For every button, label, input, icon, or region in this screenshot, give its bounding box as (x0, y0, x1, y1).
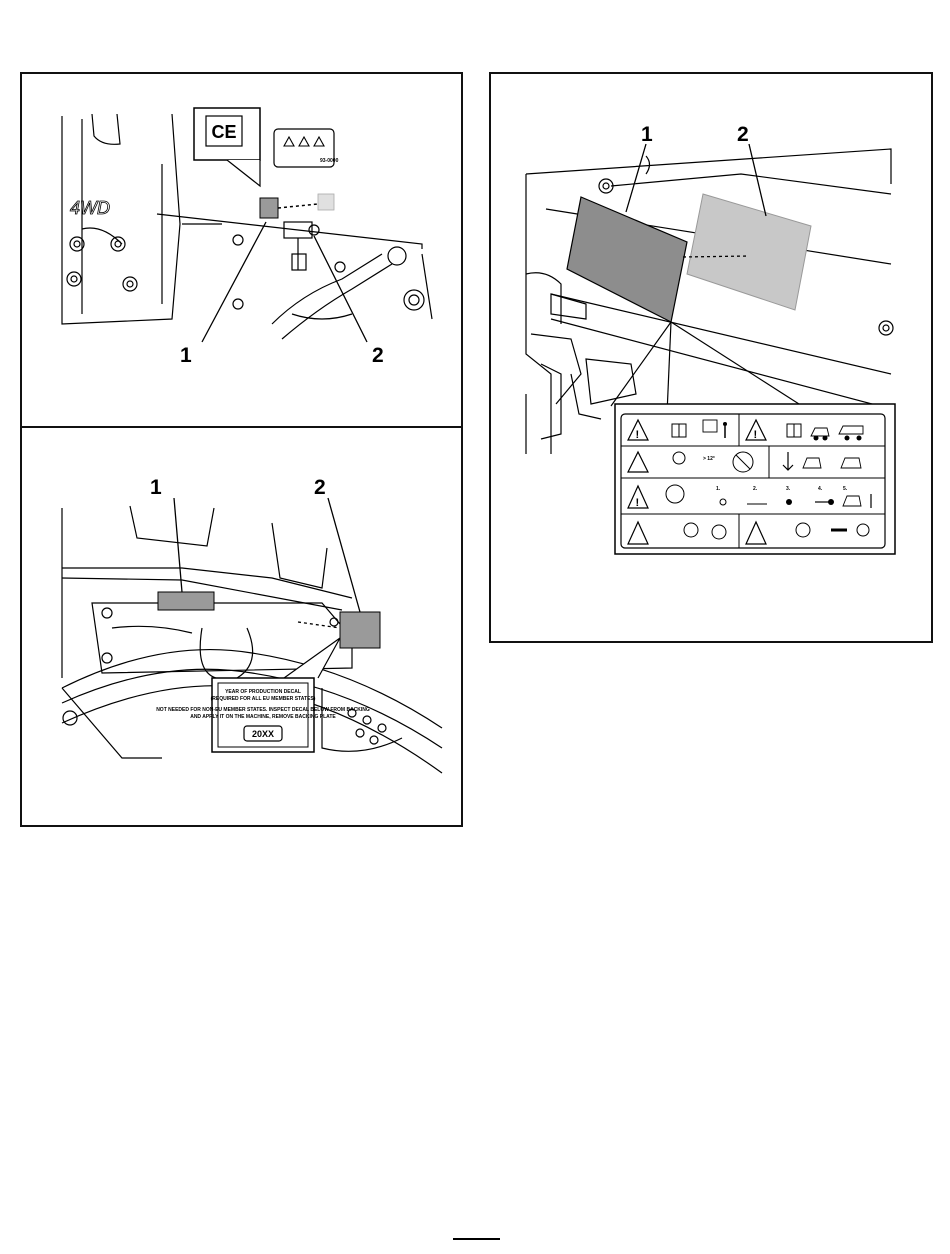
step-3: 3. (786, 486, 791, 492)
page-footer-rule (453, 1238, 500, 1240)
figure-top-left: 4WD CE 93-0000 1 2 (20, 72, 463, 428)
ce-decal-location (260, 198, 278, 218)
callout-1: 1 (180, 344, 192, 367)
decal-title: YEAR OF PRODUCTION DECAL (225, 689, 301, 695)
engine-off-icon (786, 499, 792, 505)
figure-bottom-left: 1 2 YEAR OF PRODUCTION DECAL (REQUIRED F… (20, 426, 463, 827)
step-1: 1. (716, 486, 721, 492)
decal-location-2 (340, 612, 380, 648)
step-4: 4. (818, 486, 823, 492)
warning-decal-card: 93-0000 (274, 129, 339, 167)
callout-2: 2 (372, 344, 384, 367)
figure-right-illustration: 1 2 ! ! > 12° ! 1. 2. 3 (491, 74, 935, 645)
callout-1: 1 (641, 123, 653, 146)
decal-location-2 (687, 194, 811, 310)
callout-2: 2 (314, 476, 326, 499)
slope-label: > 12° (703, 456, 715, 462)
decal-code: 93-0000 (320, 158, 339, 164)
decal-location-1 (158, 592, 214, 610)
decal-line-1: NOT NEEDED FOR NON-EU MEMBER STATES. INS… (156, 707, 370, 713)
svg-text:!: ! (636, 497, 640, 509)
ce-decal-inset: CE (194, 108, 260, 186)
svg-text:!: ! (754, 429, 758, 441)
callout-1: 1 (150, 476, 162, 499)
svg-text:!: ! (636, 429, 640, 441)
logo-4wd: 4WD (70, 198, 110, 218)
decal-subtitle: (REQUIRED FOR ALL EU MEMBER STATES) (211, 696, 316, 702)
figure-top-left-illustration: 4WD CE 93-0000 1 2 (22, 74, 465, 430)
step-2: 2. (753, 486, 758, 492)
step-5: 5. (843, 486, 848, 492)
safety-decal-inset: ! ! > 12° ! 1. 2. 3. 4. 5. (615, 404, 895, 554)
decal-year: 20XX (252, 729, 274, 739)
figure-bottom-left-illustration: 1 2 YEAR OF PRODUCTION DECAL (REQUIRED F… (22, 428, 465, 829)
figure-right: 1 2 ! ! > 12° ! 1. 2. 3 (489, 72, 933, 643)
callout-2: 2 (737, 123, 749, 146)
warning-decal-location (318, 194, 334, 210)
decal-line-2: AND APPLY IT ON THE MACHINE, REMOVE BACK… (190, 714, 336, 720)
ce-mark: CE (211, 122, 236, 142)
